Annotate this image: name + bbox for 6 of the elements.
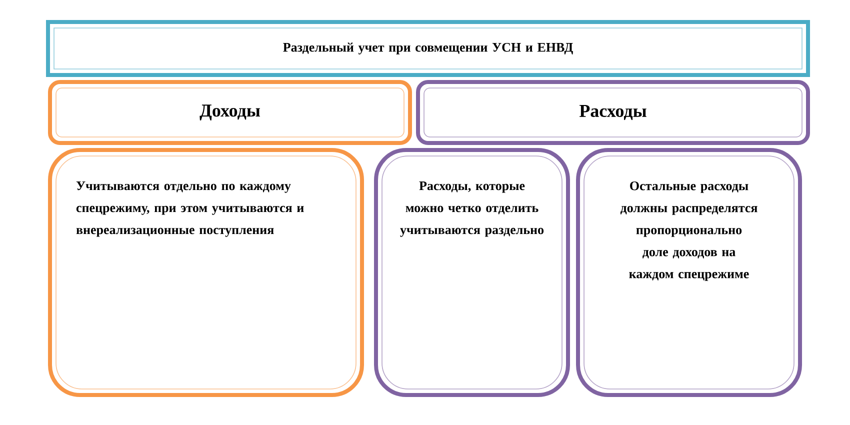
text-box: Остальные расходы должны распределятся пропорционально доле доходов на каждом спецрежиме: [576, 148, 802, 397]
heading-box: Доходы: [48, 80, 412, 145]
heading-box: Расходы: [416, 80, 810, 145]
text-box: Расходы, которые можно четко отделить учитываются раздельно: [374, 148, 570, 397]
title-banner: Раздельный учет при совмещении УСН и ЕНВД: [46, 20, 810, 77]
text-box: Учитываются отдельно по каждому спецрежиму, при этом учитываются и внереализационные поступления: [48, 148, 364, 397]
